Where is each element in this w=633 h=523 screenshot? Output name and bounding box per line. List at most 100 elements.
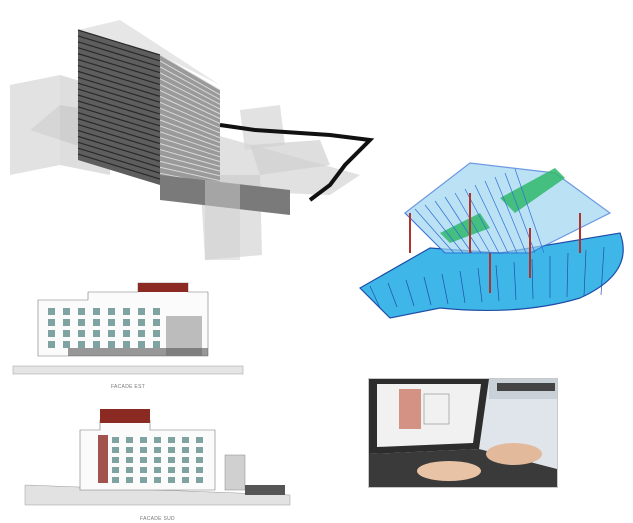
- window: [78, 330, 85, 337]
- green-ramp: [500, 168, 565, 213]
- window: [154, 467, 161, 473]
- floor-line: [159, 72, 221, 105]
- floor-line: [77, 147, 161, 174]
- floor-line: [77, 47, 161, 74]
- window: [126, 447, 133, 453]
- side-annex: [224, 454, 246, 491]
- frame-beam: [600, 246, 605, 296]
- window: [168, 437, 175, 443]
- window: [93, 308, 100, 315]
- window: [196, 457, 203, 463]
- window: [154, 457, 161, 463]
- window: [112, 437, 119, 443]
- window: [78, 319, 85, 326]
- south-facade-svg: [24, 409, 291, 506]
- floor-line: [159, 66, 221, 100]
- window: [48, 319, 55, 326]
- window: [112, 457, 119, 463]
- retaining-wall: [245, 485, 285, 495]
- foundation-slab: [359, 232, 624, 319]
- floor-line: [159, 60, 221, 96]
- window: [48, 341, 55, 348]
- floor-line: [77, 58, 161, 86]
- floor-line: [77, 88, 161, 115]
- floor-line: [77, 123, 161, 151]
- floor-line: [159, 143, 221, 163]
- frame-columns: [409, 193, 581, 293]
- window: [63, 330, 70, 337]
- window: [140, 467, 147, 473]
- floor-line: [159, 131, 221, 153]
- floor-line: [77, 135, 161, 162]
- balcony-rail: [68, 348, 208, 356]
- window: [153, 341, 160, 348]
- frame-beam: [387, 282, 398, 308]
- window: [182, 457, 189, 463]
- frame-beam: [404, 212, 446, 254]
- floor-line: [159, 107, 221, 134]
- east-facade-caption: FACADE EST: [110, 384, 146, 390]
- floor-line: [77, 64, 161, 92]
- window: [153, 330, 160, 337]
- floor-line: [77, 76, 161, 103]
- floor-line: [77, 29, 161, 56]
- floor-line: [77, 70, 161, 97]
- roof-brick-band: [138, 283, 188, 292]
- floor-line: [159, 54, 221, 91]
- laptop-photo-svg: [369, 379, 557, 487]
- floor-line: [77, 129, 161, 157]
- frame-beam: [441, 273, 449, 305]
- floor-line: [159, 160, 221, 177]
- window: [168, 467, 175, 473]
- floor-line: [159, 78, 221, 110]
- window: [123, 330, 130, 337]
- window: [48, 308, 55, 315]
- roof-brick-band: [100, 409, 150, 423]
- window: [168, 457, 175, 463]
- window: [154, 437, 161, 443]
- window: [138, 319, 145, 326]
- window: [126, 457, 133, 463]
- east-facade-drawing: FACADE EST: [8, 278, 248, 393]
- floor-line: [159, 113, 221, 139]
- floor-line: [77, 118, 161, 145]
- window: [123, 308, 130, 315]
- window: [123, 341, 130, 348]
- floor-line: [159, 84, 221, 115]
- frame-grid-lines: [369, 168, 605, 309]
- window: [138, 330, 145, 337]
- window: [126, 467, 133, 473]
- tower-3d-model: [0, 15, 385, 270]
- window: [126, 477, 133, 483]
- floor-line: [159, 90, 221, 120]
- tower-model-svg: [10, 20, 375, 260]
- floor-line: [77, 112, 161, 139]
- window: [154, 477, 161, 483]
- red-balcony-column: [98, 435, 108, 483]
- floor-line: [77, 53, 161, 80]
- tower-floor-lines: [77, 29, 221, 191]
- tower-side-face: [160, 55, 220, 195]
- frame-beam: [424, 204, 464, 254]
- laptop-screen: [377, 384, 481, 447]
- window: [93, 319, 100, 326]
- floor-line: [77, 94, 161, 121]
- window: [196, 447, 203, 453]
- window: [196, 437, 203, 443]
- floor-line: [77, 100, 161, 127]
- window-grid: [48, 308, 160, 348]
- frame-beam: [454, 192, 491, 254]
- floor-line: [159, 166, 221, 182]
- window: [182, 447, 189, 453]
- frame-beam: [566, 252, 569, 298]
- floor-line: [77, 82, 161, 109]
- floor-line: [77, 41, 161, 68]
- east-facade-svg: [12, 282, 244, 375]
- window: [196, 477, 203, 483]
- right-hand: [486, 443, 542, 465]
- window: [78, 308, 85, 315]
- left-hand: [417, 461, 481, 481]
- floor-line: [77, 153, 161, 180]
- frame-beam: [369, 285, 381, 309]
- window: [168, 477, 175, 483]
